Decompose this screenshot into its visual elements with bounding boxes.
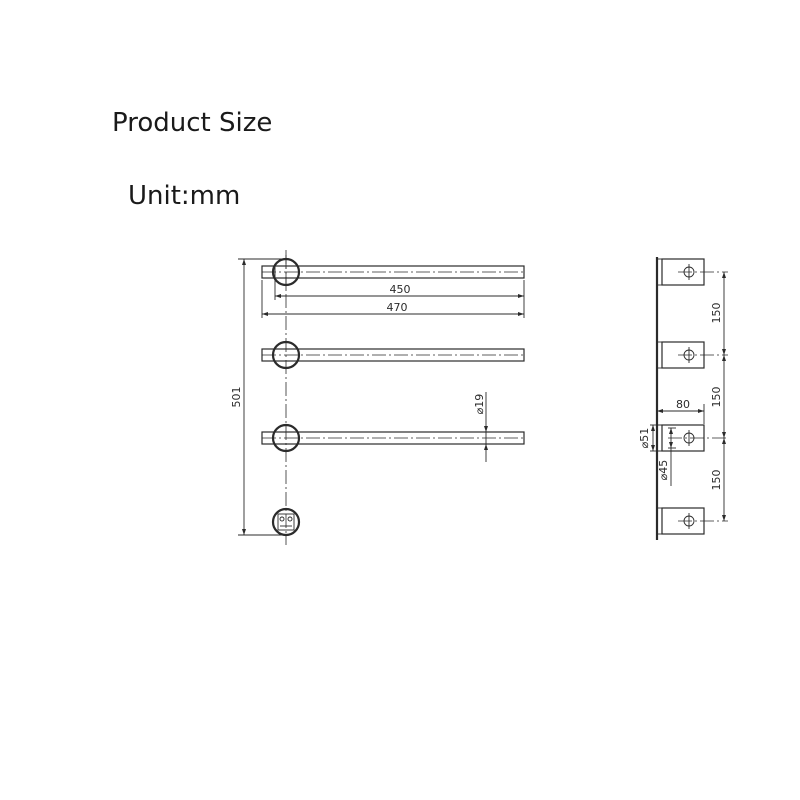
dimension-470: 470	[261, 280, 524, 318]
dim-text-501: 501	[230, 387, 243, 408]
page-title: Product Size	[112, 108, 273, 138]
knob-circle	[271, 340, 301, 370]
side-view: 150 150 150 80 ⌀51	[638, 257, 728, 540]
dimension-450: 450	[274, 264, 525, 318]
dim-text-450: 450	[390, 283, 411, 296]
dimension-diameter-51: ⌀51	[638, 424, 662, 452]
dimension-150-chain: 150 150 150	[710, 272, 726, 521]
dim-text-80: 80	[676, 398, 690, 411]
dim-text-diameter-19: ⌀19	[473, 394, 486, 415]
towel-bar-bottom	[261, 423, 525, 453]
dim-text-150-2: 150	[710, 387, 723, 408]
side-mount-4	[657, 507, 728, 535]
side-mount-3	[657, 424, 728, 452]
dim-text-150-3: 150	[710, 470, 723, 491]
side-mount-1	[657, 258, 728, 286]
dimension-501: 501	[230, 258, 286, 536]
dimension-diameter-19: ⌀19	[473, 392, 488, 462]
knob-circle	[271, 423, 301, 453]
dim-text-diameter-45: ⌀45	[657, 460, 670, 481]
dim-text-diameter-51: ⌀51	[638, 428, 651, 449]
front-view: 450 470 501 ⌀19	[230, 250, 525, 545]
dim-text-150-1: 150	[710, 303, 723, 324]
dimension-80: 80	[656, 398, 705, 424]
dimension-diameter-45: ⌀45	[657, 427, 676, 486]
dim-text-470: 470	[387, 301, 408, 314]
unit-label: Unit:mm	[128, 181, 241, 211]
side-mount-2	[657, 341, 728, 369]
towel-bar-middle	[261, 340, 525, 370]
